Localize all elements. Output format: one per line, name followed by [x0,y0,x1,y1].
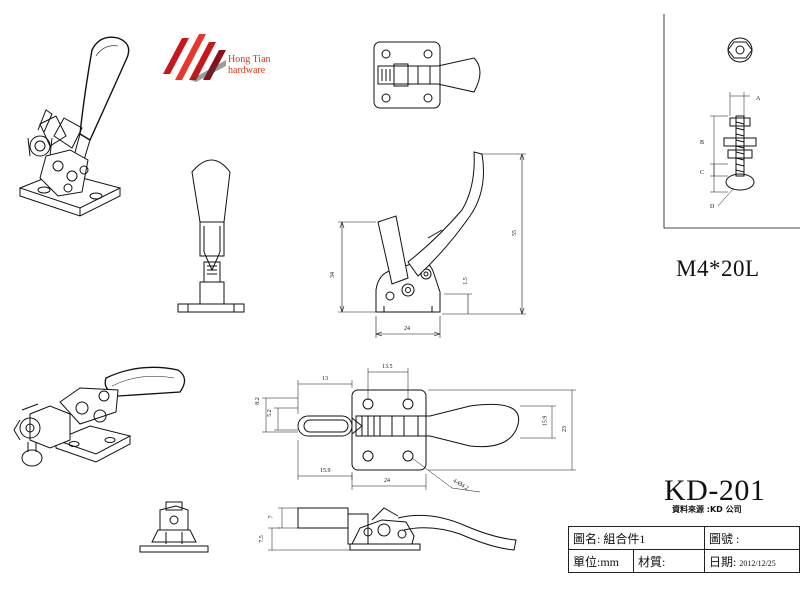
detail-label-a: A [756,96,761,102]
dim-top-right-inner: 15.9 [542,415,549,427]
material-label: 材質: [638,554,666,569]
dim-top-left: 13 [322,376,328,382]
front-view [177,159,245,313]
dim-side-height-left: 34 [330,272,336,278]
dim-top-bottom-mid: 24 [384,478,390,484]
dim-top-right-outer: 23 [562,426,568,432]
logo-company-name: Hong Tian [228,54,271,65]
dim-top-h2: 5.2 [266,409,273,417]
title-block: 圖名: 組合件1 圖號 : 單位:mm 材質: 日期: 2012/12/25 [568,526,800,574]
spindle-detail [663,14,800,229]
dim-side-height-right: 55 [512,230,518,236]
unit-label: 單位:mm [573,554,620,569]
detail-label-c: C [700,170,705,176]
dim-side-base-width: 24 [404,326,410,332]
isometric-view-horizontal [13,366,186,467]
company-logo-mark [163,34,226,82]
top-view-dimensioned [262,368,576,493]
date-value: 2012/12/25 [739,558,776,568]
date-cell: 日期: 2012/12/25 [704,549,800,573]
drawing-no-cell: 圖號 : [704,526,800,550]
end-view-small [139,501,209,553]
model-code: KD-201 [664,474,766,507]
dim-top-bottom-left: 15.9 [320,468,331,474]
detail-label-b: B [700,140,705,146]
date-label: 日期: [709,554,737,569]
material-cell: 材質: [633,549,705,573]
drawing-name-value: 組合件1 [603,531,646,546]
dim-top-h1: 8.2 [254,397,261,405]
top-view-small [373,41,481,109]
unit-cell: 單位:mm [568,549,634,573]
dim-top-top: 13.5 [382,364,393,370]
side-view [338,151,526,338]
logo-company-subtitle: hardware [228,65,266,76]
dim-front-v1: 7 [268,515,275,519]
side-view-bottom [268,507,517,551]
dim-side-small: 1.5 [462,277,469,285]
drawing-name-label: 圖名: [573,531,601,546]
drawing-no-label: 圖號 : [709,531,740,546]
isometric-view-upright [18,36,130,217]
spindle-spec: M4*20L [676,256,760,281]
dim-front-v2: 7.5 [258,535,265,543]
drawing-name-cell: 圖名: 組合件1 [568,526,705,550]
data-source: 資料來源 :KD 公司 [672,505,742,514]
detail-label-d: D [710,204,715,210]
